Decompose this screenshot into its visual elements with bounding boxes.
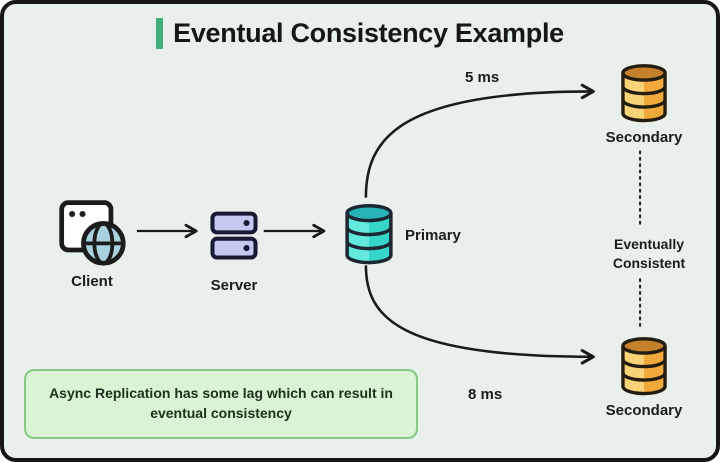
node-secondary-top: Secondary	[602, 62, 686, 146]
secondary-bottom-database-icon	[621, 337, 667, 396]
primary-database-icon	[345, 203, 393, 265]
server-icon	[210, 211, 258, 260]
latency-label-top: 5 ms	[465, 69, 500, 86]
client-browser-globe-icon	[59, 200, 126, 266]
primary-label: Primary	[405, 227, 461, 244]
node-secondary-bottom: Secondary	[602, 335, 686, 419]
title-accent-bar	[156, 18, 164, 49]
async-replication-note: Async Replication has some lag which can…	[24, 369, 418, 439]
arrow-primary-secondary-bottom	[364, 265, 595, 365]
latency-label-bottom: 8 ms	[468, 386, 503, 403]
server-label: Server	[210, 277, 258, 294]
note-text: Async Replication has some lag which can…	[49, 385, 393, 421]
node-server: Server	[206, 210, 262, 294]
secondary-top-database-icon	[621, 64, 667, 123]
client-label: Client	[71, 273, 113, 290]
node-client: Client	[54, 195, 130, 290]
secondary-top-label: Secondary	[605, 129, 683, 146]
arrow-primary-secondary-top	[364, 83, 595, 198]
eventually-consistent-label: Eventually Consistent	[612, 236, 686, 271]
page-title: Eventual Consistency Example	[4, 18, 716, 49]
secondary-bottom-label: Secondary	[605, 402, 683, 419]
title-text: Eventual Consistency Example	[173, 18, 564, 48]
